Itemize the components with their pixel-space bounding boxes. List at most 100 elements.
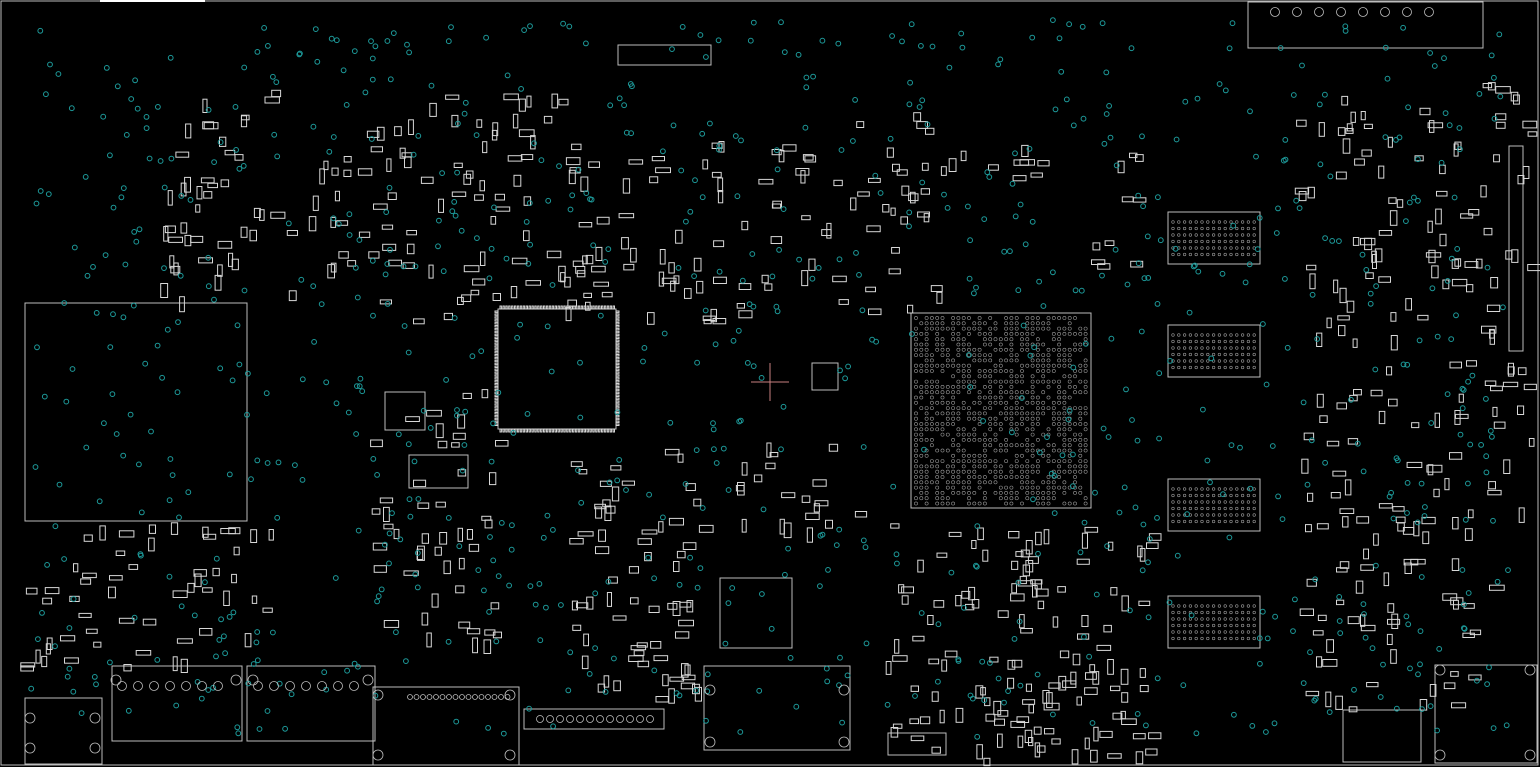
- via: [1372, 366, 1379, 373]
- via: [844, 672, 851, 679]
- bga-ball: [1057, 485, 1062, 490]
- bga-ball: [914, 464, 918, 469]
- bga-ball: [1009, 379, 1014, 384]
- qfp-pin: [586, 428, 589, 433]
- smd-pad: [1342, 138, 1351, 154]
- via: [374, 472, 381, 478]
- memory-ball: [1171, 519, 1175, 524]
- bga-ball: [983, 480, 987, 485]
- smd-pad: [217, 240, 233, 249]
- bga-ball: [1046, 443, 1051, 448]
- smd-pad: [581, 655, 589, 670]
- smd-pad: [1021, 144, 1029, 157]
- memory-ball: [1194, 333, 1198, 337]
- memory-ball: [1229, 617, 1233, 621]
- via: [567, 649, 574, 656]
- qfp-pin: [554, 428, 557, 433]
- smd-pad: [1316, 332, 1323, 348]
- memory-chip-1: [1167, 211, 1261, 265]
- memory-ball: [1182, 365, 1187, 370]
- bga-ball: [1041, 480, 1046, 485]
- memory-ball: [1177, 346, 1181, 350]
- smd-pad: [955, 595, 962, 607]
- memory-ball: [1200, 623, 1204, 628]
- smd-pad: [1458, 393, 1464, 403]
- bga-ball: [967, 406, 971, 411]
- qfp-pin: [615, 351, 620, 354]
- via: [560, 20, 566, 27]
- via: [1105, 434, 1112, 440]
- chip-crystal: [408, 454, 469, 489]
- smd-pad: [1417, 314, 1429, 321]
- bga-ball: [961, 374, 966, 379]
- memory-ball: [1200, 487, 1204, 491]
- via: [1309, 291, 1316, 298]
- smd-pad: [438, 198, 445, 213]
- smd-pad: [771, 203, 782, 209]
- memory-ball: [1182, 506, 1187, 511]
- via: [217, 139, 224, 146]
- via: [1082, 340, 1089, 347]
- smd-pad: [421, 533, 430, 544]
- bga-ball: [956, 443, 961, 448]
- via: [1456, 125, 1463, 131]
- smd-pad: [1338, 325, 1346, 337]
- memory-ball: [1217, 636, 1221, 641]
- memory-ball: [1235, 617, 1239, 621]
- via: [1312, 696, 1319, 702]
- memory-ball: [1177, 623, 1181, 628]
- smd-pad: [997, 610, 1009, 618]
- bga-ball: [1046, 358, 1051, 363]
- qfp-pin: [615, 403, 620, 406]
- memory-ball: [1177, 239, 1181, 244]
- via: [803, 74, 810, 81]
- bga-ball: [1009, 321, 1014, 326]
- bga-ball: [951, 384, 956, 389]
- smd-pad: [927, 615, 934, 625]
- qfp-pin: [494, 412, 499, 415]
- memory-ball: [1171, 352, 1175, 357]
- smd-pad: [472, 637, 479, 654]
- via: [244, 411, 250, 418]
- via: [369, 55, 376, 62]
- qfp-pin: [615, 322, 620, 325]
- memory-ball: [1235, 487, 1239, 491]
- chip-qfn-left: [384, 391, 426, 431]
- via: [131, 614, 138, 621]
- qfp-pin: [502, 428, 505, 433]
- bga-ball: [1057, 464, 1062, 469]
- bga-ball: [961, 432, 966, 437]
- memory-ball: [1211, 239, 1216, 244]
- smd-pad: [78, 612, 92, 618]
- bga-ball: [1057, 353, 1062, 358]
- smd-pad: [1414, 155, 1424, 162]
- qfp-pin: [494, 313, 499, 316]
- smd-pad: [234, 154, 244, 161]
- via: [310, 283, 317, 290]
- smd-pad: [1450, 671, 1459, 677]
- smd-pad: [1298, 191, 1307, 202]
- bga-ball: [1046, 395, 1051, 400]
- bga-ball: [935, 459, 940, 464]
- smd-pad: [223, 590, 230, 606]
- bga-ball: [961, 326, 966, 331]
- bga-ball: [1067, 422, 1072, 426]
- via: [427, 425, 434, 431]
- bga-ball: [951, 485, 956, 490]
- via: [884, 701, 891, 708]
- connector-pin-hole: [165, 681, 175, 691]
- qfp-pin: [615, 327, 620, 331]
- smd-pad: [567, 299, 578, 307]
- qfp-pin: [615, 385, 620, 389]
- bga-ball: [1046, 363, 1051, 368]
- bga-ball: [1041, 406, 1046, 411]
- qfp-pin: [516, 305, 520, 310]
- smd-pad: [1062, 680, 1077, 688]
- bga-ball: [945, 347, 950, 352]
- bga-ball: [1014, 490, 1019, 495]
- bga-ball: [983, 459, 987, 464]
- smd-pad: [491, 129, 498, 141]
- via: [1242, 279, 1249, 286]
